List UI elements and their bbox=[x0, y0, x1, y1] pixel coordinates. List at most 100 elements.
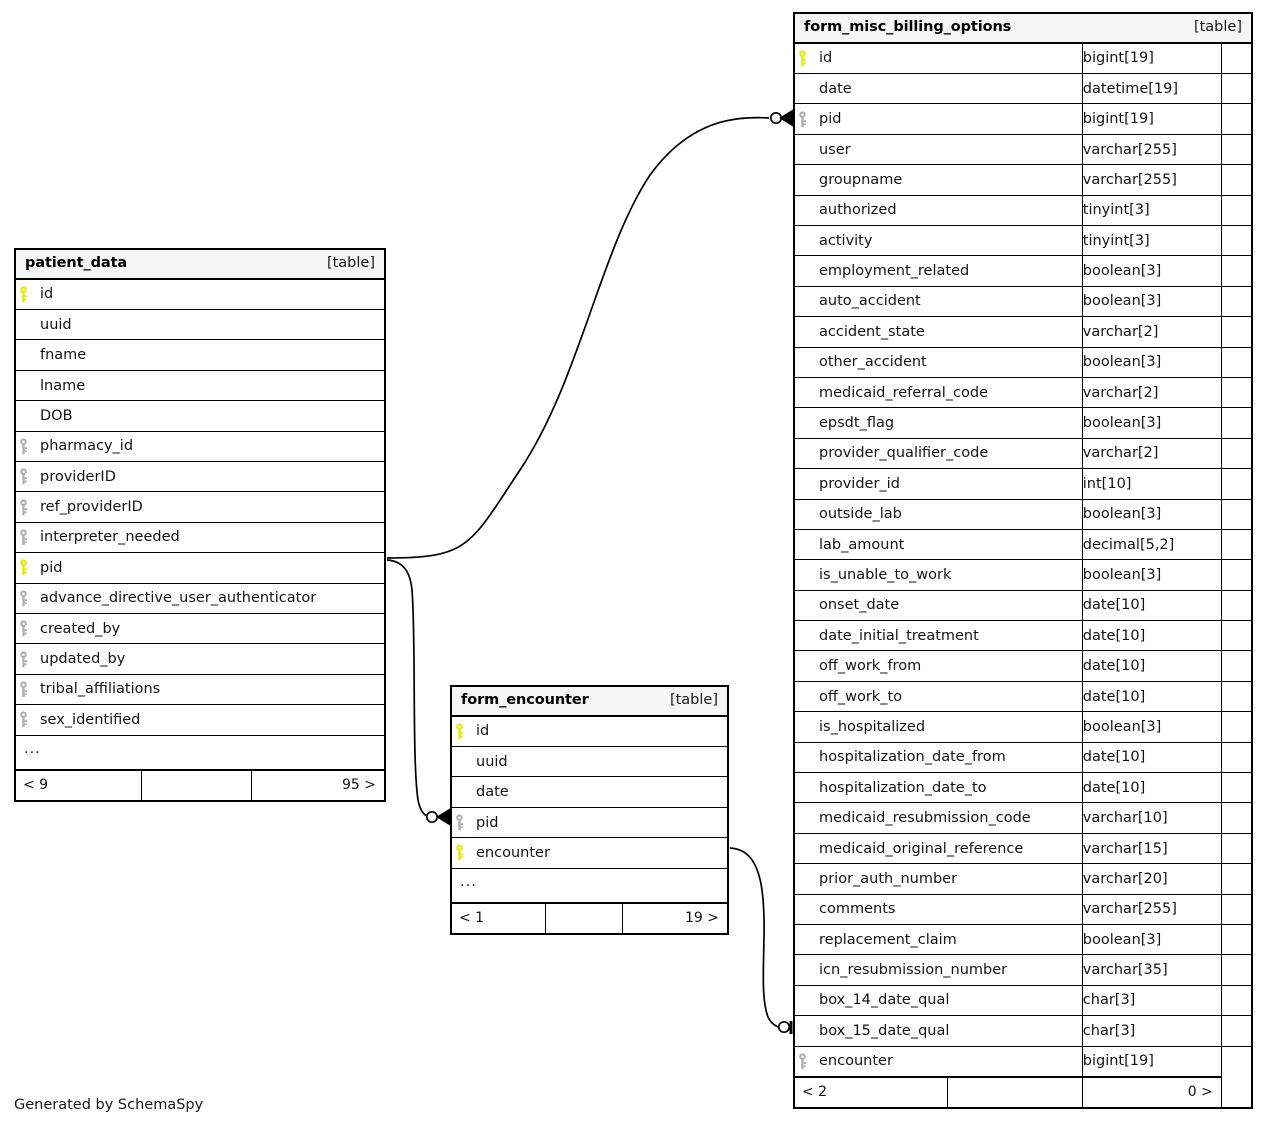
table-row[interactable]: tribal_affiliations bbox=[16, 673, 384, 705]
footer-prev-count[interactable]: < 2 bbox=[795, 1075, 948, 1107]
table-row[interactable]: pharmacy_id bbox=[16, 430, 384, 462]
table-row[interactable]: id bbox=[452, 716, 727, 747]
table-row[interactable]: id bbox=[16, 279, 384, 310]
relationship-edge-patient-pid-to-encounter-pid bbox=[386, 559, 428, 817]
column-name-cell: date bbox=[452, 776, 727, 808]
table-row[interactable]: lname bbox=[16, 369, 384, 401]
column-pad-cell bbox=[1220, 1015, 1251, 1047]
table-row[interactable]: date bbox=[452, 776, 727, 808]
table-row[interactable]: ref_providerID bbox=[16, 491, 384, 523]
column-type: char[3] bbox=[1081, 1015, 1222, 1047]
primary-key-icon bbox=[456, 844, 464, 861]
footer-next-count[interactable]: 95 > bbox=[251, 768, 384, 800]
key-icon-slot bbox=[795, 809, 819, 827]
column-type: date[10] bbox=[1081, 650, 1222, 682]
column-type: varchar[255] bbox=[1081, 133, 1222, 165]
table-row[interactable]: sex_identified bbox=[16, 704, 384, 736]
table-grid: patient_data [table] bbox=[16, 250, 384, 280]
key-icon-slot bbox=[452, 722, 476, 740]
table-footer-row: < 1 19 > bbox=[452, 901, 727, 933]
column-pad-cell bbox=[1220, 225, 1251, 256]
footer-next-count[interactable]: 19 > bbox=[622, 901, 727, 933]
key-icon-slot bbox=[795, 961, 819, 979]
primary-key-icon bbox=[20, 286, 28, 303]
table-row[interactable]: fname bbox=[16, 339, 384, 371]
column-type: int[10] bbox=[1081, 468, 1222, 500]
table-row[interactable]: advance_directive_user_authenticator bbox=[16, 582, 384, 614]
table-row[interactable]: encounter bbox=[452, 837, 727, 869]
key-icon-slot bbox=[16, 589, 40, 607]
generator-credit: Generated by SchemaSpy bbox=[14, 1097, 204, 1113]
more-columns-row[interactable]: ... bbox=[16, 734, 384, 769]
footer-next-count[interactable]: 0 > bbox=[1081, 1075, 1222, 1107]
table-row[interactable]: DOB bbox=[16, 400, 384, 432]
footer-prev-count[interactable]: < 1 bbox=[452, 901, 546, 933]
column-pad-cell bbox=[1220, 437, 1251, 469]
table-row[interactable]: created_by bbox=[16, 612, 384, 644]
column-name: off_work_to bbox=[819, 688, 903, 705]
more-columns-row[interactable]: ... bbox=[452, 867, 727, 902]
footer-prev-count[interactable]: < 9 bbox=[16, 768, 142, 800]
table-row[interactable]: uuid bbox=[452, 746, 727, 777]
column-name-cell: accident_state bbox=[795, 316, 1083, 348]
column-name-cell: fname bbox=[16, 339, 384, 371]
foreign-key-icon bbox=[20, 590, 28, 606]
column-pad-cell bbox=[1220, 43, 1251, 74]
table-row[interactable]: uuid bbox=[16, 309, 384, 340]
key-icon-slot bbox=[795, 49, 819, 67]
column-name-cell: off_work_from bbox=[795, 650, 1083, 682]
more-columns-ellipsis: ... bbox=[452, 867, 727, 902]
foreign-key-icon bbox=[20, 438, 28, 455]
key-icon-slot bbox=[795, 931, 819, 949]
table-row[interactable]: pid bbox=[16, 552, 384, 584]
table-row[interactable]: updated_by bbox=[16, 643, 384, 675]
column-name: encounter bbox=[476, 844, 550, 861]
column-pad-cell bbox=[1220, 893, 1251, 925]
table-row[interactable]: interpreter_needed bbox=[16, 521, 384, 553]
key-icon-slot bbox=[795, 353, 819, 371]
column-name: box_14_date_qual bbox=[819, 992, 950, 1009]
table-row[interactable]: pid bbox=[452, 806, 727, 838]
table-row[interactable]: providerID bbox=[16, 461, 384, 492]
